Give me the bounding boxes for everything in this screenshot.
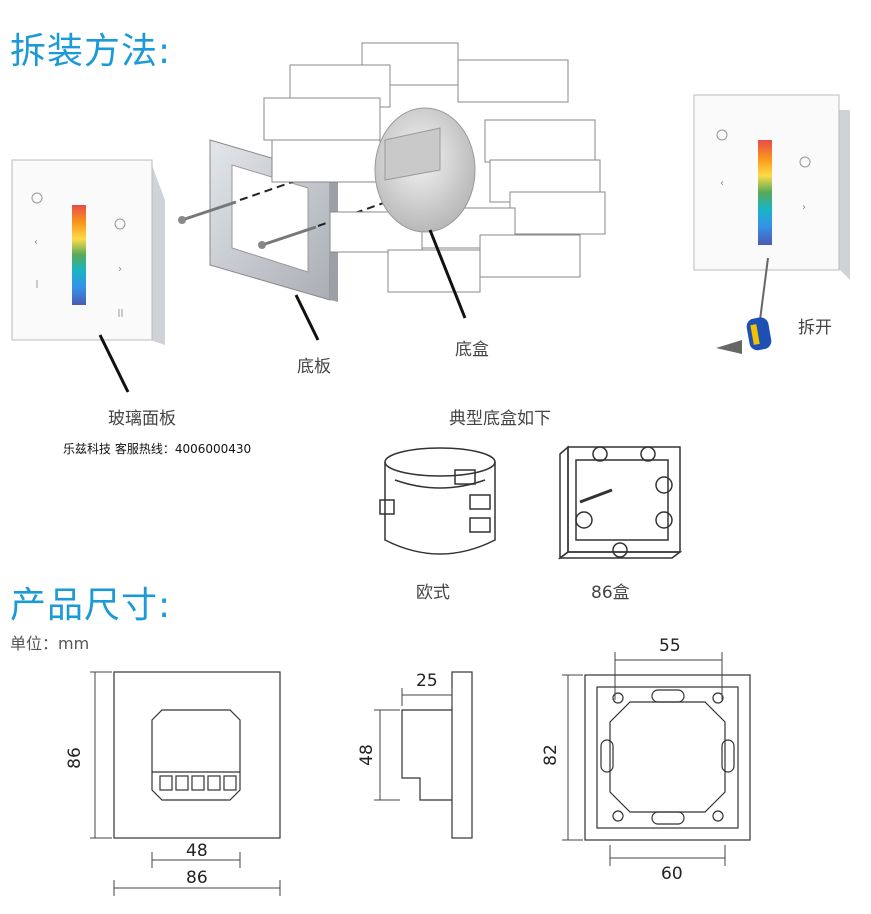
hotline-text: 乐兹科技 客服热线：4006000430	[63, 442, 252, 456]
glass-panel-right: ‹ ›	[693, 94, 850, 280]
dimension-drawings	[90, 652, 751, 896]
front-view	[113, 671, 281, 839]
screwdriver-icon	[716, 257, 772, 354]
box86-icon	[557, 445, 683, 560]
dim-side-height: 48	[356, 744, 377, 766]
base-plate-label: 底板	[297, 357, 331, 377]
dim-front-width: 86	[186, 868, 208, 888]
glass-panel-label: 玻璃面板	[108, 409, 176, 429]
front-dimension-lines	[90, 671, 281, 896]
installation-illustration: ‹ ›	[11, 42, 850, 393]
box86-label: 86盒	[591, 583, 630, 603]
svg-text:‹: ‹	[34, 237, 38, 248]
side-dimension-lines	[374, 688, 453, 801]
plate-view	[584, 674, 751, 841]
euro-box-icon	[379, 447, 496, 555]
glass-panel-left: ‹ ›	[11, 159, 165, 345]
plate-dimension-lines	[562, 652, 726, 866]
side-view	[401, 671, 473, 839]
typical-boxes-illustration	[379, 445, 683, 560]
svg-text:›: ›	[118, 264, 122, 275]
back-box-label: 底盒	[455, 340, 489, 360]
back-box	[374, 107, 476, 233]
dim-side-depth: 25	[416, 671, 438, 691]
install-section-title: 拆装方法:	[10, 31, 172, 72]
svg-text:›: ›	[802, 202, 806, 213]
dim-plate-top: 55	[659, 636, 681, 656]
dim-front-height: 86	[64, 747, 85, 769]
typical-boxes-title: 典型底盒如下	[449, 409, 551, 429]
size-section-title: 产品尺寸:	[10, 585, 172, 626]
euro-box-label: 欧式	[416, 583, 450, 603]
dim-plate-bottom: 60	[661, 864, 683, 884]
remove-label: 拆开	[798, 318, 832, 338]
unit-label: 单位：mm	[10, 634, 90, 653]
dim-front-inner-width: 48	[186, 841, 208, 861]
svg-text:‹: ‹	[720, 178, 724, 189]
dim-plate-height: 82	[540, 744, 561, 766]
